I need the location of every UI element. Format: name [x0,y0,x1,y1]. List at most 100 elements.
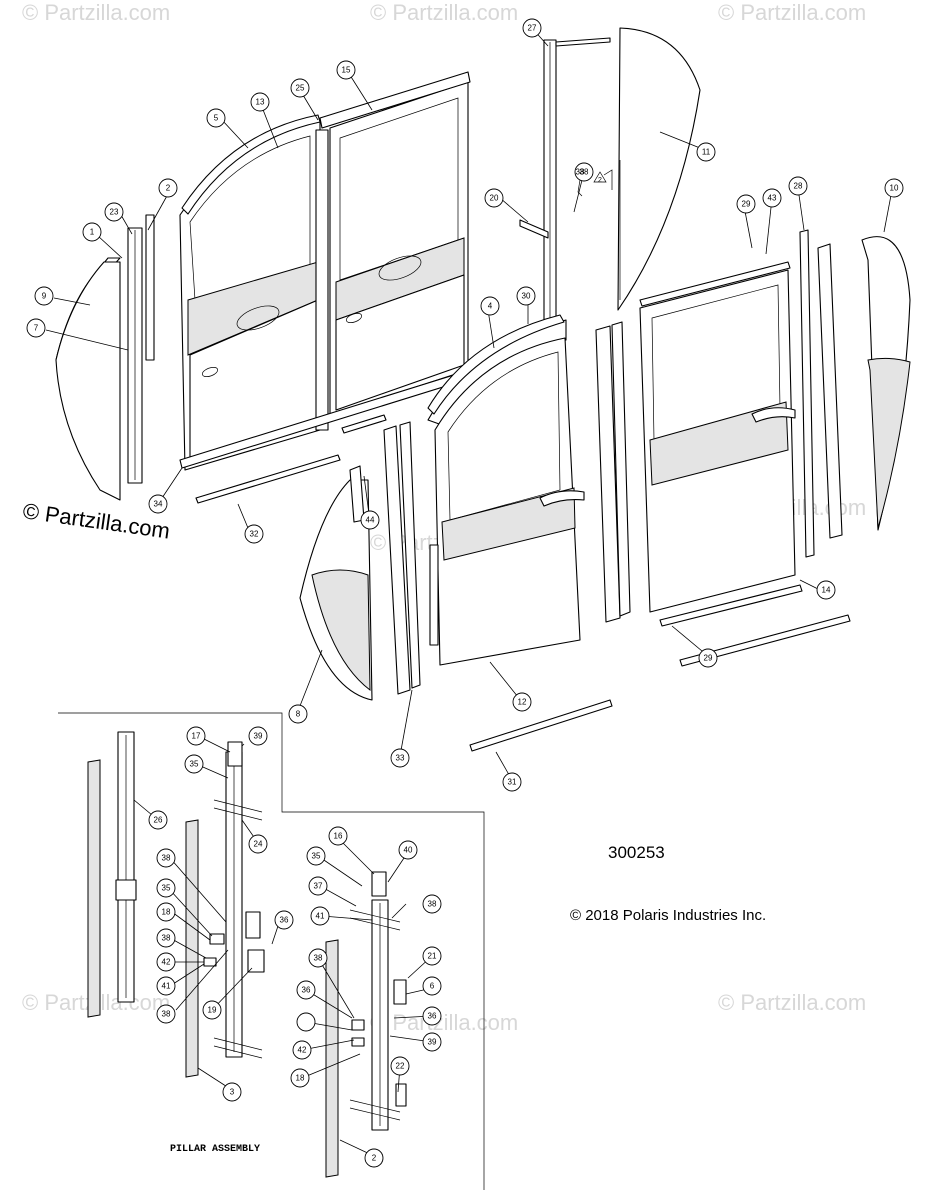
rear-door-assembly [55,71,473,504]
callout: 15 [336,60,356,80]
right-door-assembly [595,229,911,667]
callout: 25 [290,78,310,98]
callout: 33 [390,748,410,768]
svg-text:22: 22 [396,1062,405,1071]
callout: 24 [248,834,268,854]
svg-text:7: 7 [34,324,39,333]
svg-text:29: 29 [742,200,751,209]
svg-text:17: 17 [192,732,201,741]
svg-text:39: 39 [254,732,263,741]
callout: 41 [310,906,330,926]
callout: 12 [512,692,532,712]
callout [296,1012,316,1032]
svg-text:38: 38 [162,854,171,863]
callout: 36 [274,910,294,930]
svg-text:40: 40 [404,846,413,855]
svg-text:29: 29 [704,654,713,663]
svg-text:11: 11 [702,148,711,157]
svg-text:19: 19 [208,1006,217,1015]
callout: 16 [328,826,348,846]
callout: 2 [364,1148,384,1168]
callout: 41 [156,976,176,996]
callout: 35 [184,754,204,774]
svg-text:8: 8 [296,710,301,719]
svg-text:27: 27 [528,24,537,33]
svg-text:36: 36 [302,986,311,995]
callout: 4 [480,296,500,316]
callout: 43 [762,188,782,208]
svg-text:38: 38 [428,900,437,909]
svg-text:3: 3 [230,1088,235,1097]
svg-text:26: 26 [154,816,163,825]
callout: 36 [296,980,316,1000]
callout: 2 [158,178,178,198]
callout: 13 [250,92,270,112]
callout: 42 [292,1040,312,1060]
callout: 14 [816,580,836,600]
callout: 37 [308,876,328,896]
svg-text:10: 10 [890,184,899,193]
callout: 22 [390,1056,410,1076]
svg-text:36: 36 [280,916,289,925]
svg-text:38: 38 [162,1010,171,1019]
callout: 38 [156,1004,176,1024]
callout: 7 [26,318,46,338]
svg-text:35: 35 [162,884,171,893]
svg-text:2: 2 [372,1154,377,1163]
svg-text:36: 36 [428,1012,437,1021]
svg-text:38: 38 [576,168,585,177]
svg-text:14: 14 [822,586,831,595]
svg-text:6: 6 [430,982,435,991]
svg-text:39: 39 [428,1038,437,1047]
callout: 29 [698,648,718,668]
callout: 36 [422,1006,442,1026]
callout: 5 [206,108,226,128]
callout: 19 [202,1000,222,1020]
callout: 27 [522,18,542,38]
callout: 10 [884,178,904,198]
svg-text:33: 33 [396,754,405,763]
svg-text:41: 41 [162,982,171,991]
svg-text:44: 44 [366,516,375,525]
callout: 42 [156,952,176,972]
callout: 39 [248,726,268,746]
callout: 6 [422,976,442,996]
callout: 18 [156,902,176,922]
callout: 9 [34,286,54,306]
callout: 18 [290,1068,310,1088]
svg-text:35: 35 [190,760,199,769]
callout: 1 [82,222,102,242]
watermark: © Partzilla.com [718,990,866,1015]
watermark: © Partzilla.com [370,1010,518,1035]
callout: 30 [516,286,536,306]
callout: 38 [574,162,594,182]
pillar-assembly-inset: PILLAR ASSEMBLY [58,712,485,1190]
callout: 35 [306,846,326,866]
callout: 28 [788,176,808,196]
front-door-assembly [299,314,613,752]
svg-text:42: 42 [298,1046,307,1055]
callout: 21 [422,946,442,966]
svg-text:18: 18 [162,908,171,917]
pillar-assembly-label: PILLAR ASSEMBLY [170,1144,260,1155]
callout: 38 [308,948,328,968]
svg-text:13: 13 [256,98,265,107]
svg-text:23: 23 [110,208,119,217]
svg-text:4: 4 [488,302,493,311]
svg-text:38: 38 [314,954,323,963]
callout: 38 [422,894,442,914]
svg-text:30: 30 [522,292,531,301]
watermark: © Partzilla.com [22,0,170,25]
b-pillar-and-glass: 2 [519,27,701,401]
svg-text:41: 41 [316,912,325,921]
diagram-number: 300253 [608,843,665,862]
callout: 8 [288,704,308,724]
svg-text:35: 35 [312,852,321,861]
callout: 20 [484,188,504,208]
callout: 39 [422,1032,442,1052]
svg-text:42: 42 [162,958,171,967]
callout: 29 [736,194,756,214]
callout: 32 [244,524,264,544]
callout: 38 [156,848,176,868]
